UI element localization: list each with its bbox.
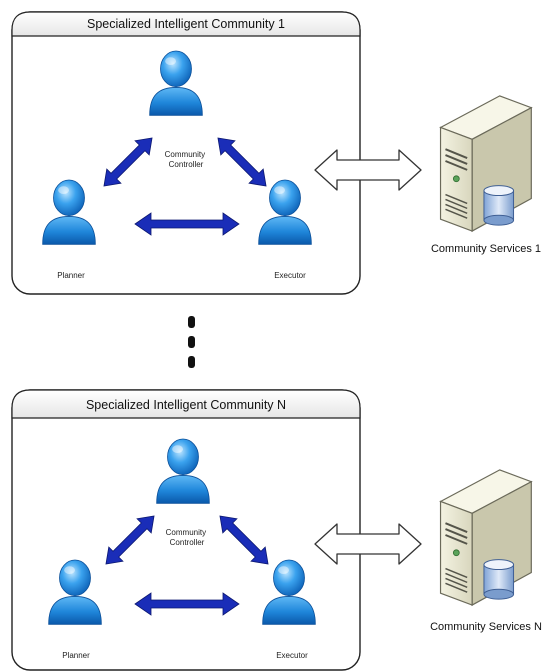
planner-label: Planner — [62, 651, 90, 660]
hollow-double-arrow-icon — [314, 149, 422, 191]
executor-label: Executor — [276, 651, 308, 660]
services-label: Community Services N — [430, 621, 542, 633]
community-title: Specialized Intelligent Community 1 — [87, 17, 285, 31]
community-title: Specialized Intelligent Community N — [86, 398, 286, 412]
hollow-double-arrow-icon — [314, 523, 422, 565]
services-label: Community Services 1 — [431, 243, 541, 255]
double-arrow-icon — [103, 137, 153, 187]
server-icon — [439, 94, 533, 233]
controller-label-line-1: Community — [166, 528, 206, 537]
controller-label-line-1: Community — [165, 150, 205, 159]
community-title-bar — [11, 11, 361, 37]
double-arrow-icon — [217, 137, 267, 187]
server-icon — [439, 468, 533, 607]
double-arrow-icon — [105, 515, 155, 565]
executor-label: Executor — [274, 271, 306, 280]
community-title-bar — [11, 389, 361, 419]
controller-label-line-2: Controller — [170, 538, 205, 547]
double-arrow-icon — [219, 515, 269, 565]
double-arrow-icon — [134, 592, 240, 616]
controller-label-line-2: Controller — [169, 160, 204, 169]
ellipsis-dots-icon — [188, 316, 195, 368]
controller-label: Community Controller — [166, 528, 209, 547]
double-arrow-icon — [134, 212, 240, 236]
community-group-n: Specialized Intelligent Community N Comm… — [11, 389, 361, 671]
controller-label: Community Controller — [165, 150, 208, 169]
community-group-1: Specialized Intelligent Community 1 Comm… — [11, 11, 361, 295]
planner-label: Planner — [57, 271, 85, 280]
